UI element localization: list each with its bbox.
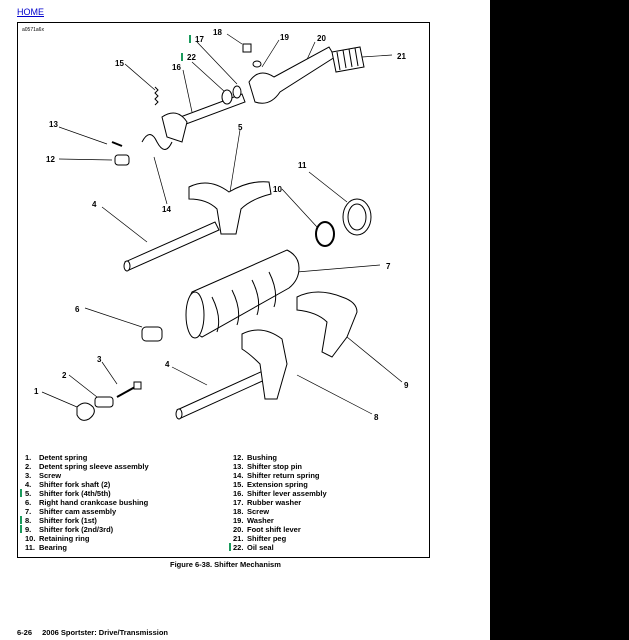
figure-caption: Figure 6-38. Shifter Mechanism: [170, 560, 281, 569]
home-link[interactable]: HOME: [17, 7, 44, 17]
legend-item: 3.Screw: [25, 471, 62, 480]
legend-item: 10.Retaining ring: [25, 534, 90, 543]
footer-title: 2006 Sportster: Drive/Transmission: [42, 628, 168, 637]
change-marker-8: [20, 516, 22, 524]
callout-9: 9: [404, 381, 409, 390]
callout-17: 17: [195, 35, 204, 44]
legend-item: 1.Detent spring: [25, 453, 88, 462]
change-marker-9: [20, 525, 22, 533]
callout-12: 12: [46, 155, 55, 164]
callout-5: 5: [238, 123, 243, 132]
page-edge-bar: [490, 0, 629, 640]
callout-22: 22: [187, 53, 196, 62]
callout-6: 6: [75, 305, 80, 314]
legend-item: 2.Detent spring sleeve assembly: [25, 462, 149, 471]
legend-item: 8.Shifter fork (1st): [25, 516, 97, 525]
callout-4-lower: 4: [165, 360, 170, 369]
legend-item: 21.Shifter peg: [233, 534, 287, 543]
change-marker-5: [20, 489, 22, 497]
callout-3: 3: [97, 355, 102, 364]
page-number: 6-26: [17, 628, 33, 637]
legend-item: 16.Shifter lever assembly: [233, 489, 327, 498]
callout-13: 13: [49, 120, 58, 129]
callout-15: 15: [115, 59, 124, 68]
callout-20: 20: [317, 34, 326, 43]
legend-item: 11.Bearing: [25, 543, 67, 552]
parts: [76, 43, 372, 421]
legend-item: 14.Shifter return spring: [233, 471, 320, 480]
legend-item: 5.Shifter fork (4th/5th): [25, 489, 111, 498]
callout-7: 7: [386, 262, 391, 271]
change-marker-22-legend: [229, 543, 231, 551]
page-footer: 6-26 2006 Sportster: Drive/Transmission: [17, 628, 168, 637]
legend-item: 13.Shifter stop pin: [233, 462, 302, 471]
callout-8: 8: [374, 413, 379, 422]
legend-item: 17.Rubber washer: [233, 498, 302, 507]
change-marker-22: [181, 53, 183, 61]
leader-lines: [41, 33, 403, 415]
callout-21: 21: [397, 52, 406, 61]
callout-14: 14: [162, 205, 171, 214]
callout-11: 11: [298, 161, 307, 170]
callout-18: 18: [213, 28, 222, 37]
legend-item: 6.Right hand crankcase bushing: [25, 498, 149, 507]
legend-item: 20.Foot shift lever: [233, 525, 301, 534]
callouts: 1 2 3 4 4 5 6 7 8 9 10 11 12 13 14 15 16…: [34, 28, 409, 422]
legend-item: 12.Bushing: [233, 453, 277, 462]
callout-19: 19: [280, 33, 289, 42]
callout-4-upper: 4: [92, 200, 97, 209]
legend-item: 4.Shifter fork shaft (2): [25, 480, 111, 489]
legend-item: 18.Screw: [233, 507, 270, 516]
shifter-mechanism-diagram: 1 2 3 4 4 5 6 7 8 9 10 11 12 13 14 15 16…: [34, 28, 409, 422]
legend-item: 22.Oil seal: [233, 543, 274, 552]
callout-1: 1: [34, 387, 39, 396]
legend-item: 9.Shifter fork (2nd/3rd): [25, 525, 114, 534]
legend-item: 19.Washer: [233, 516, 274, 525]
callout-2: 2: [62, 371, 67, 380]
figure-frame: [17, 22, 430, 558]
callout-16: 16: [172, 63, 181, 72]
legend-item: 15.Extension spring: [233, 480, 308, 489]
art-id: a0571a6x: [22, 27, 44, 33]
callout-10: 10: [273, 185, 282, 194]
change-marker-17: [189, 35, 191, 43]
legend-item: 7.Shifter cam assembly: [25, 507, 117, 516]
